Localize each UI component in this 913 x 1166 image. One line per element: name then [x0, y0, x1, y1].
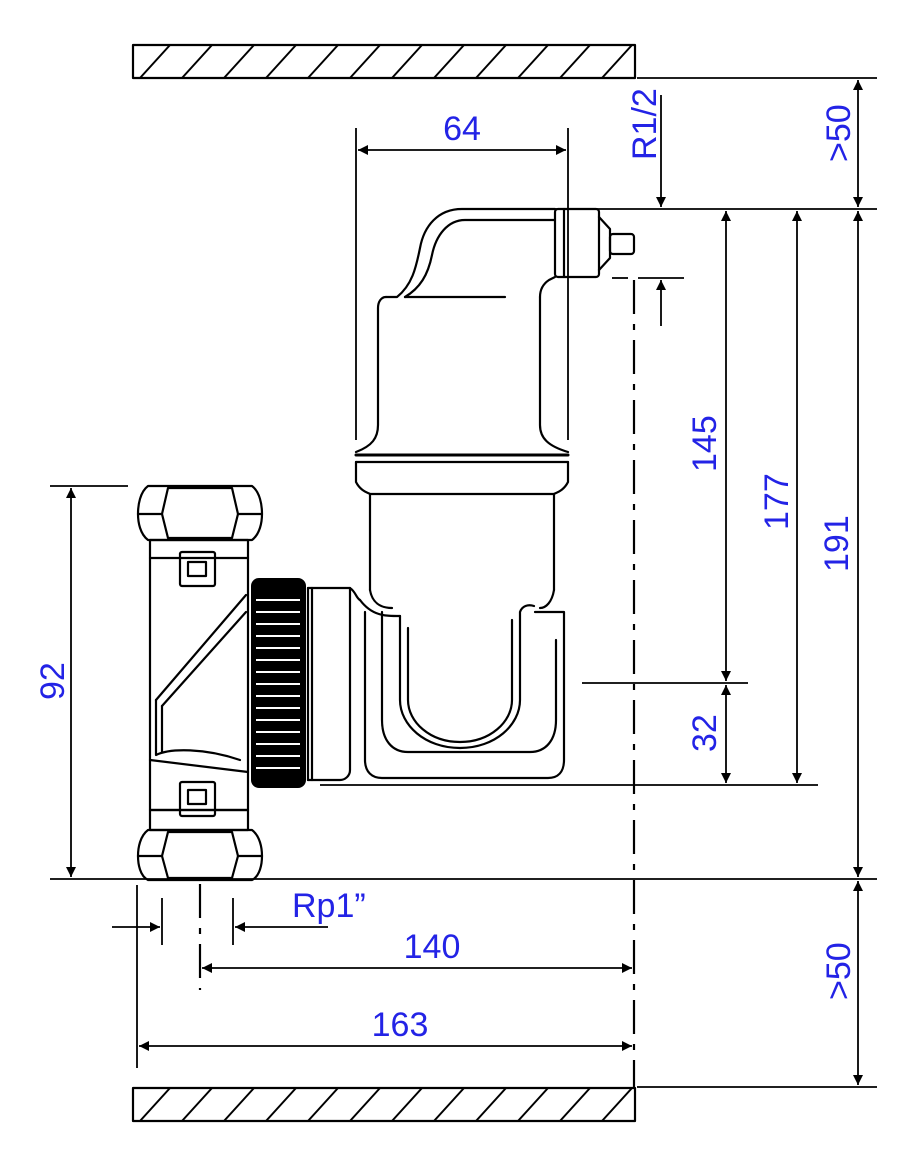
top-wall: [131, 43, 637, 80]
label-92: 92: [34, 662, 72, 700]
label-191: 191: [818, 515, 856, 572]
centre-lines: [198, 277, 636, 1088]
dimension-lines: [66, 80, 863, 1085]
label-gt50-top: >50: [820, 104, 858, 162]
vent-nozzle: [608, 232, 636, 256]
label-32: 32: [686, 714, 724, 752]
union-nut: [251, 578, 306, 788]
label-140: 140: [404, 928, 461, 966]
pipe-connector: [136, 484, 264, 882]
label-145: 145: [686, 415, 724, 472]
label-163: 163: [372, 1006, 429, 1044]
extension-lines: [50, 77, 877, 1088]
label-177: 177: [758, 473, 796, 530]
dimension-labels: 64 R1/2 >50 145 177 191 92 32 Rp1” 140 1…: [34, 88, 858, 1044]
label-64: 64: [443, 110, 481, 148]
bottom-wall: [131, 1086, 637, 1123]
vent-cap: [553, 207, 601, 279]
label-r12: R1/2: [626, 88, 664, 160]
label-rp1: Rp1”: [292, 887, 366, 925]
separator-body: [306, 207, 636, 782]
label-gt50-bottom: >50: [820, 942, 858, 1000]
